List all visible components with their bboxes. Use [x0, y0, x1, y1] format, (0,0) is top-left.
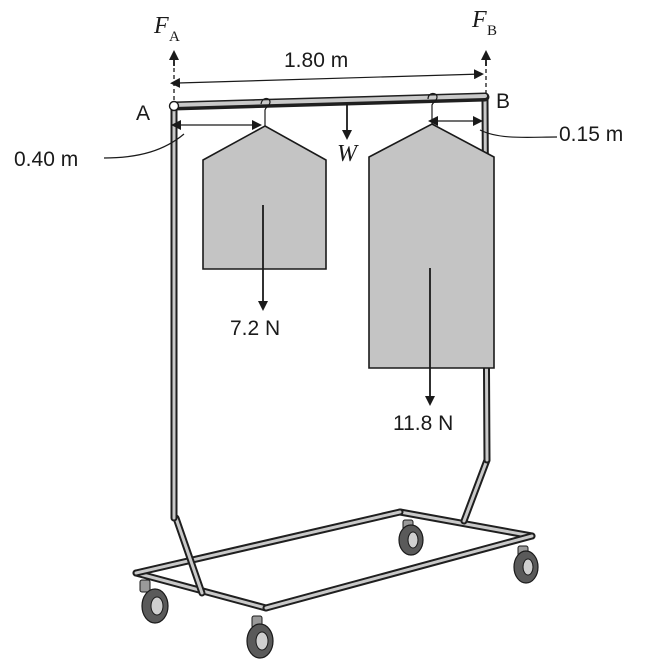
- left-distance-label: 0.40 m: [14, 148, 78, 171]
- rack-base: [132, 456, 536, 612]
- span-label: 1.80 m: [284, 49, 348, 72]
- left-garment: [202, 97, 327, 270]
- point-a-label: A: [136, 102, 150, 125]
- force-a-subscript: A: [169, 29, 180, 45]
- back-right-wheel: [513, 545, 539, 584]
- right-distance-dimension: [428, 116, 558, 139]
- right-load-label: 11.8 N: [393, 412, 453, 435]
- left-distance-dimension: [103, 120, 262, 159]
- pivot-a: [168, 100, 180, 112]
- right-garment: [368, 92, 495, 369]
- front-right-wheel: [246, 615, 274, 659]
- force-a-label: F: [153, 13, 169, 39]
- weight-label: W: [337, 141, 359, 167]
- force-b-label: F: [471, 7, 487, 33]
- front-left-wheel: [139, 579, 169, 624]
- left-load-label: 7.2 N: [230, 317, 280, 340]
- top-rail: [168, 92, 490, 112]
- point-b-label: B: [496, 90, 510, 113]
- right-distance-label: 0.15 m: [559, 123, 623, 146]
- span-dimension: [170, 69, 484, 88]
- force-b-subscript: B: [487, 23, 497, 39]
- back-left-wheel: [398, 519, 424, 556]
